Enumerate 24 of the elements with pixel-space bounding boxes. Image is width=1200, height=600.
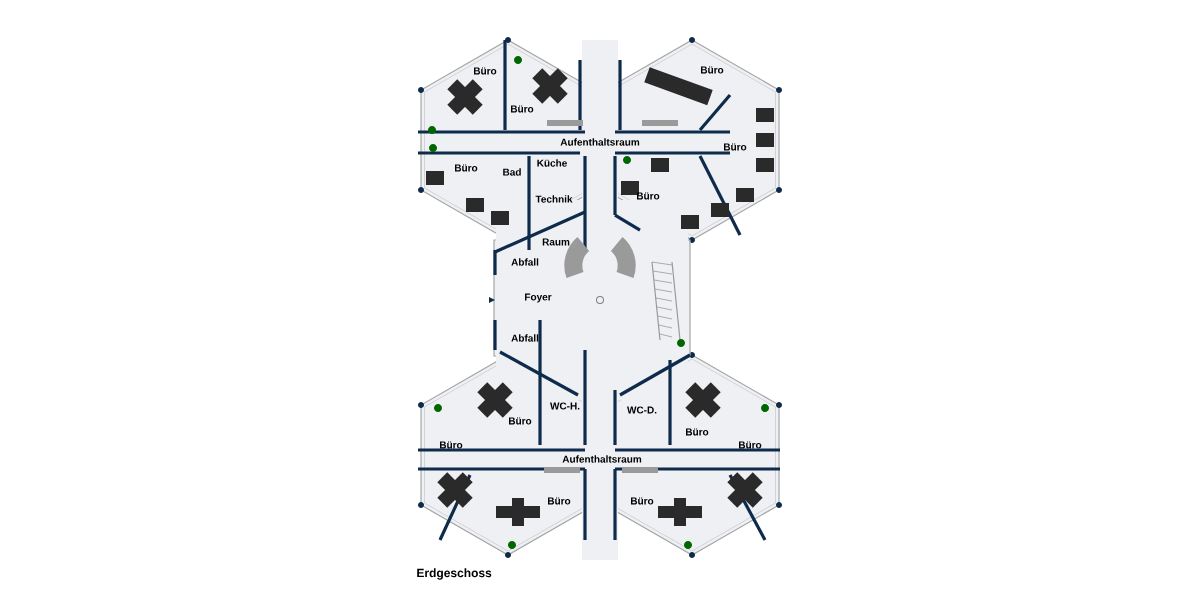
room-label: Bad [503, 168, 521, 176]
room-label: Büro [474, 67, 497, 75]
room-label: Büro [701, 66, 724, 74]
room-label: Büro [509, 417, 532, 425]
room-label: Foyer [525, 293, 552, 303]
caption: Erdgeschoss [417, 568, 492, 580]
room-label: Aufenthaltsraum [560, 138, 640, 146]
room-label: Büro [548, 497, 571, 505]
room-label: Büro [637, 192, 660, 200]
room-label: Büro [455, 164, 478, 172]
room-label: Büro [511, 105, 534, 113]
room-label: Büro [724, 143, 747, 151]
room-label: Küche [537, 159, 567, 167]
room-label: Büro [440, 441, 463, 449]
room-label: Büro [739, 441, 762, 449]
room-label: Abfall [511, 334, 539, 342]
room-label: Raum [542, 238, 570, 246]
room-label: Büro [631, 497, 654, 505]
room-label: Abfall [511, 258, 539, 266]
room-label: WC-D. [627, 406, 657, 414]
room-label: Aufenthaltsraum [562, 455, 642, 463]
room-label: Büro [686, 428, 709, 436]
room-label: Technik [535, 195, 573, 203]
room-label: WC-H. [550, 402, 580, 410]
